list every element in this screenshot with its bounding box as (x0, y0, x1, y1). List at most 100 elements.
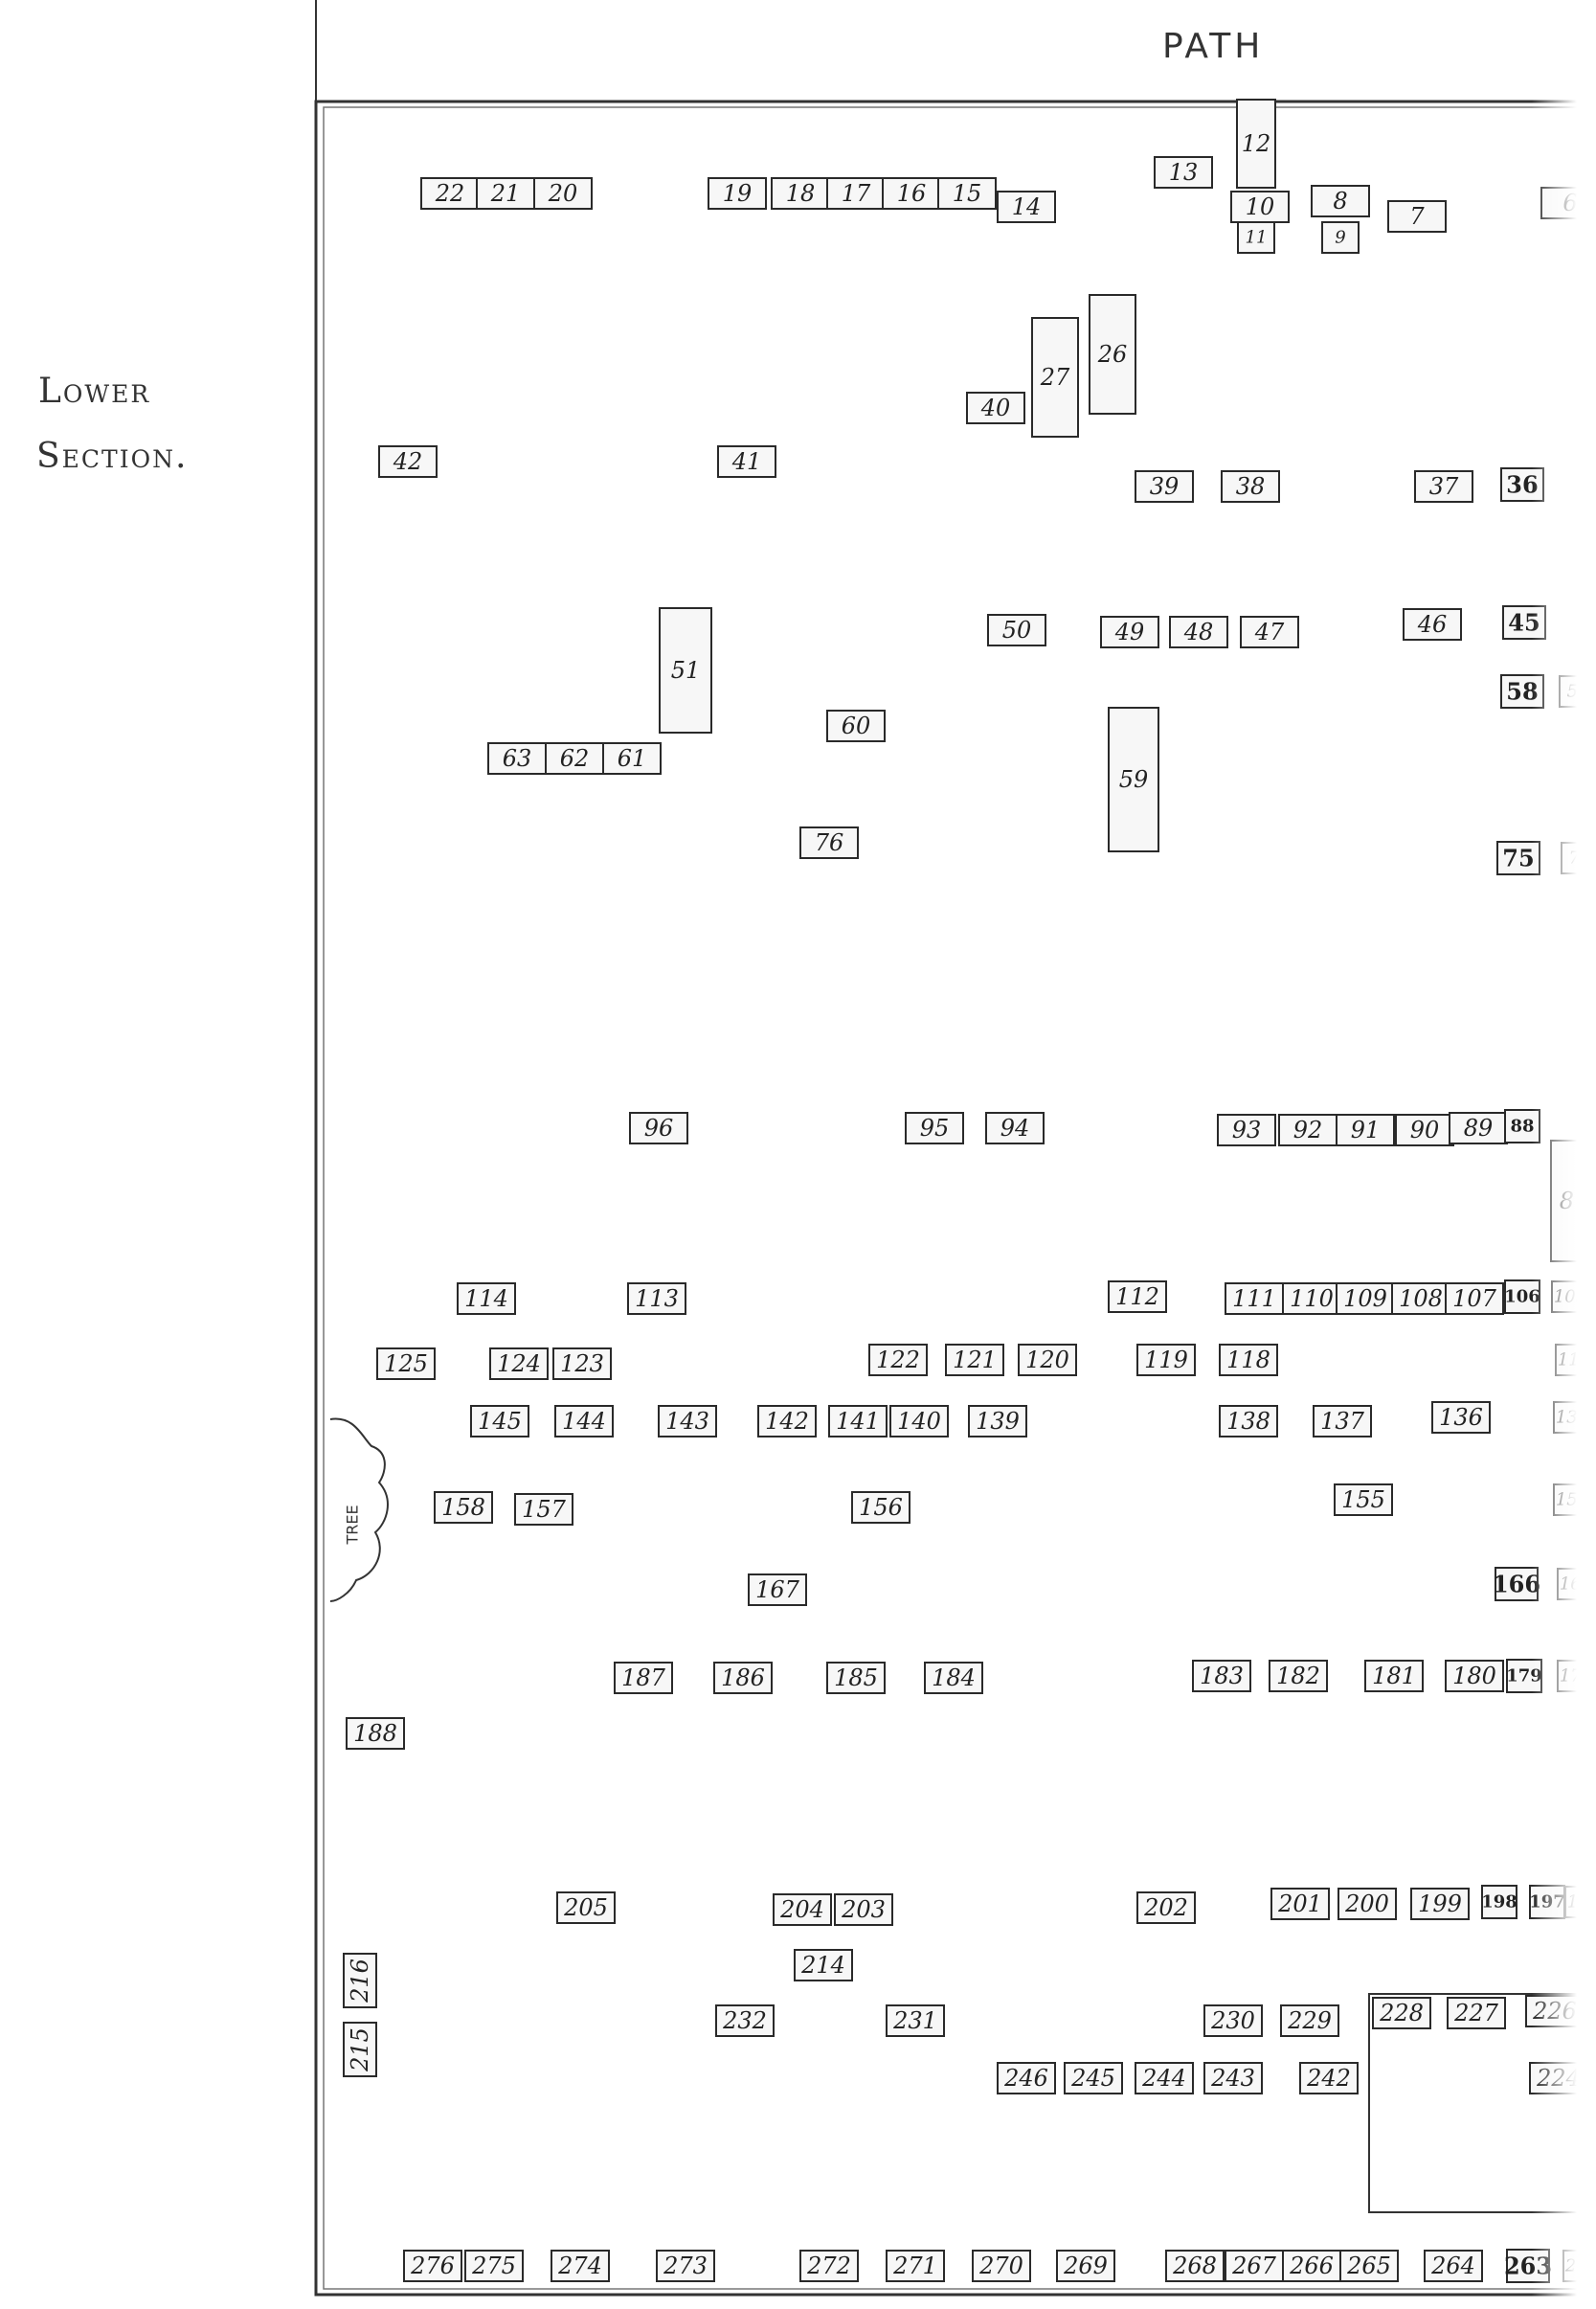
plot-61: 61 (602, 742, 662, 775)
plot-229: 229 (1280, 2004, 1339, 2037)
plot-91: 91 (1336, 1114, 1395, 1146)
plot-17: 17 (826, 177, 886, 210)
plot-number: 122 (876, 1347, 920, 1373)
plot-number: 242 (1306, 2065, 1351, 2092)
plot-number: 204 (779, 1896, 824, 1923)
plot-number: 205 (563, 1894, 608, 1921)
tree-outline (329, 1417, 389, 1602)
plot-182: 182 (1269, 1660, 1328, 1692)
plot-box (1236, 99, 1276, 189)
plot-7: 7 (1387, 200, 1447, 233)
plot-38: 38 (1221, 470, 1280, 503)
plot-group: 2221201918171615141312101189762726404241… (343, 99, 1596, 2283)
plot-box (757, 1405, 817, 1437)
plot-number: 245 (1070, 2065, 1115, 2092)
plot-number: 38 (1236, 473, 1266, 500)
plot-245: 245 (1064, 2062, 1123, 2094)
plot-number: 118 (1226, 1347, 1270, 1373)
plot-227: 227 (1447, 1997, 1506, 2029)
plot-145: 145 (470, 1405, 529, 1437)
plot-box (1339, 2250, 1399, 2282)
plot-box (1336, 1282, 1395, 1315)
plot-number: 59 (1119, 766, 1149, 793)
plot-202: 202 (1136, 1891, 1196, 1924)
plot-number: 119 (1144, 1347, 1188, 1373)
plot-box (470, 1405, 529, 1437)
plot-181: 181 (1364, 1660, 1424, 1692)
plot-number: 198 (1481, 1892, 1517, 1913)
plot-90: 90 (1395, 1114, 1454, 1146)
plot-number: 143 (665, 1408, 709, 1435)
plot-276: 276 (403, 2250, 462, 2282)
plot-39: 39 (1135, 470, 1194, 503)
plot-box (659, 607, 712, 734)
plot-number: 124 (497, 1350, 541, 1377)
plot-96: 96 (629, 1112, 688, 1144)
plot-box (420, 177, 480, 210)
plot-number: 17 (842, 180, 871, 207)
plot-box (552, 1347, 612, 1380)
plot-number: 114 (464, 1285, 508, 1312)
plot-box (627, 1282, 686, 1315)
plot-76: 76 (799, 826, 859, 859)
plot-number: 75 (1502, 845, 1534, 872)
plot-number: 106 (1504, 1287, 1540, 1307)
plot-number: 95 (920, 1115, 950, 1142)
plot-number: 109 (1343, 1285, 1387, 1312)
plot-204: 204 (773, 1893, 832, 1926)
plot-270: 270 (972, 2250, 1031, 2282)
plot-box (1481, 1885, 1517, 1919)
plot-10: 10 (1230, 191, 1290, 223)
plot-number: 142 (765, 1408, 809, 1435)
plot-109: 109 (1336, 1282, 1395, 1315)
plot-box (1431, 1401, 1491, 1434)
plot-number: 19 (723, 180, 753, 207)
plot-158: 158 (434, 1491, 493, 1524)
plot-box (1321, 221, 1360, 254)
plot-number: 157 (522, 1496, 567, 1523)
plot-box (771, 177, 830, 210)
plot-number: 141 (836, 1408, 880, 1435)
plot-266: 266 (1282, 2250, 1341, 2282)
plot-number: 89 (1464, 1115, 1494, 1142)
plot-box (715, 2004, 775, 2037)
plot-243: 243 (1203, 2062, 1263, 2094)
plot-187: 187 (614, 1662, 673, 1694)
plot-box (533, 177, 593, 210)
plot-box (1372, 1997, 1431, 2029)
plot-number: 40 (980, 395, 1011, 421)
plot-number: 275 (471, 2252, 516, 2279)
plot-box (834, 1893, 893, 1926)
plot-number: 111 (1232, 1285, 1276, 1312)
plot-number: 137 (1320, 1408, 1365, 1435)
plot-268: 268 (1165, 2250, 1225, 2282)
plot-number: 39 (1150, 473, 1180, 500)
plot-number: 232 (722, 2007, 767, 2034)
plot-box (708, 177, 767, 210)
plot-number: 60 (842, 713, 871, 739)
plot-box (551, 2250, 610, 2282)
plot-112: 112 (1108, 1280, 1167, 1313)
plot-number: 243 (1210, 2065, 1255, 2092)
plot-267: 267 (1225, 2250, 1284, 2282)
plot-49: 49 (1100, 616, 1159, 648)
plot-185: 185 (826, 1662, 886, 1694)
plot-box (457, 1282, 516, 1315)
plot-number: 246 (1003, 2065, 1048, 2092)
plot-box (1395, 1114, 1454, 1146)
plot-140: 140 (889, 1405, 949, 1437)
plot-number: 125 (384, 1350, 428, 1377)
plot-number: 88 (1510, 1117, 1534, 1137)
plot-47: 47 (1240, 616, 1299, 648)
plot-272: 272 (799, 2250, 859, 2282)
plot-number: 145 (478, 1408, 522, 1435)
plot-143: 143 (658, 1405, 717, 1437)
plot-number: 123 (560, 1350, 604, 1377)
plot-box (1136, 1891, 1196, 1924)
plot-box (1192, 1660, 1251, 1692)
plot-box (886, 2004, 945, 2037)
plot-265: 265 (1339, 2250, 1399, 2282)
plot-231: 231 (886, 2004, 945, 2037)
plot-number: 228 (1379, 2000, 1424, 2026)
plot-16: 16 (882, 177, 941, 210)
